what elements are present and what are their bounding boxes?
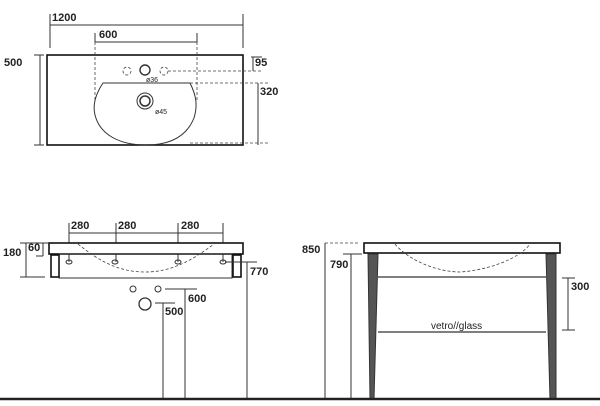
tap-hole [139, 64, 151, 76]
total-height-label: 180 [3, 247, 21, 259]
supply-height-label: 600 [188, 293, 206, 305]
depth-label: 500 [4, 57, 22, 69]
tap-span-dimension-line [94, 33, 198, 43]
top-height-label: 850 [302, 244, 320, 256]
side-view: vetro//glass 850 790 300 [302, 242, 589, 400]
bracket-right [232, 254, 242, 278]
countertop-slab [48, 242, 244, 255]
drain-outer [136, 92, 154, 110]
optional-tap-hole-left [122, 66, 132, 76]
supply-height-dimension [165, 288, 197, 399]
underside-height-dimension [343, 253, 362, 399]
tap-offset-dimension [251, 56, 262, 71]
height-dimension-lines [20, 242, 49, 278]
drain-height-label: 500 [165, 306, 183, 318]
shelf-gap-dimension [562, 277, 575, 331]
width-label: 1200 [52, 12, 76, 24]
leg-left [367, 253, 379, 400]
drain-hole [139, 95, 151, 107]
bracket-height-label: 770 [250, 266, 268, 278]
tap-hole-diameter: ø36 [146, 77, 158, 84]
spacing-label-1: 280 [71, 220, 89, 232]
basin-depth-label: 320 [260, 86, 278, 98]
underside-height-label: 790 [330, 259, 348, 271]
shelf-gap-label: 300 [571, 281, 589, 293]
bracket-height-dimension [225, 261, 257, 399]
apron [58, 253, 233, 279]
front-view: 280 280 280 180 60 770 600 500 [3, 220, 268, 399]
drain-diameter: ø45 [155, 109, 167, 116]
waste-outlet [138, 297, 152, 311]
width-dimension-line [49, 14, 244, 48]
spacing-label-2: 280 [118, 220, 136, 232]
bracket-left [50, 254, 60, 278]
depth-dimension-line [34, 54, 44, 146]
basin-outline [93, 82, 197, 146]
side-countertop [363, 242, 561, 254]
shelf-label: vetro//glass [431, 321, 482, 332]
tap-offset-label: 95 [255, 57, 267, 69]
spacing-label-3: 280 [181, 220, 199, 232]
countertop-outline [46, 54, 244, 146]
leg-right [545, 253, 557, 400]
slab-height-label: 60 [28, 242, 40, 254]
drain-height-dimension [155, 302, 175, 399]
tap-span-label: 600 [99, 29, 117, 41]
top-view: 1200 600 500 ø36 ø45 95 320 [4, 12, 278, 146]
